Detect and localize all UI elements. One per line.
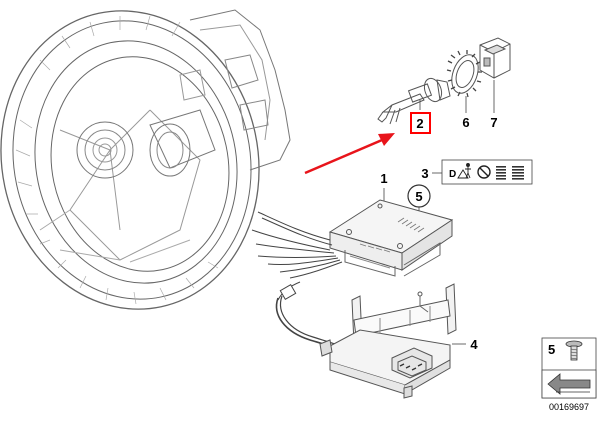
headlight-housing: [0, 9, 291, 310]
xenon-bulb: [377, 77, 451, 125]
warning-label-strip: D: [441, 159, 533, 185]
control-unit: [328, 188, 454, 277]
callout-5: 5: [415, 189, 422, 204]
legend-number: 5: [548, 342, 555, 357]
callout-1: 1: [380, 171, 387, 186]
callout-2: 2: [416, 116, 423, 131]
callout-4: 4: [470, 337, 478, 352]
warning-letter-d: D: [449, 169, 456, 180]
callout-3: 3: [421, 166, 428, 181]
warning-person-icon: [457, 163, 471, 179]
mounting-bracket: [319, 283, 457, 399]
prohibited-icon: [477, 165, 491, 179]
pointer-arrow: [304, 133, 395, 175]
screw-icon: [565, 340, 583, 361]
reference-number: 00169697: [549, 402, 589, 412]
leader-lines-top: [419, 80, 495, 113]
info-lines-icon: [512, 166, 524, 180]
highlight-box: [410, 112, 431, 134]
callout-7: 7: [490, 115, 497, 130]
callout-6: 6: [462, 115, 469, 130]
screw-legend-box: 5: [541, 337, 597, 399]
mounting-arrow-icon: [547, 373, 591, 395]
bulb-cap: [479, 37, 511, 79]
igniter-ring: [446, 50, 482, 98]
manual-icon: [496, 166, 506, 180]
